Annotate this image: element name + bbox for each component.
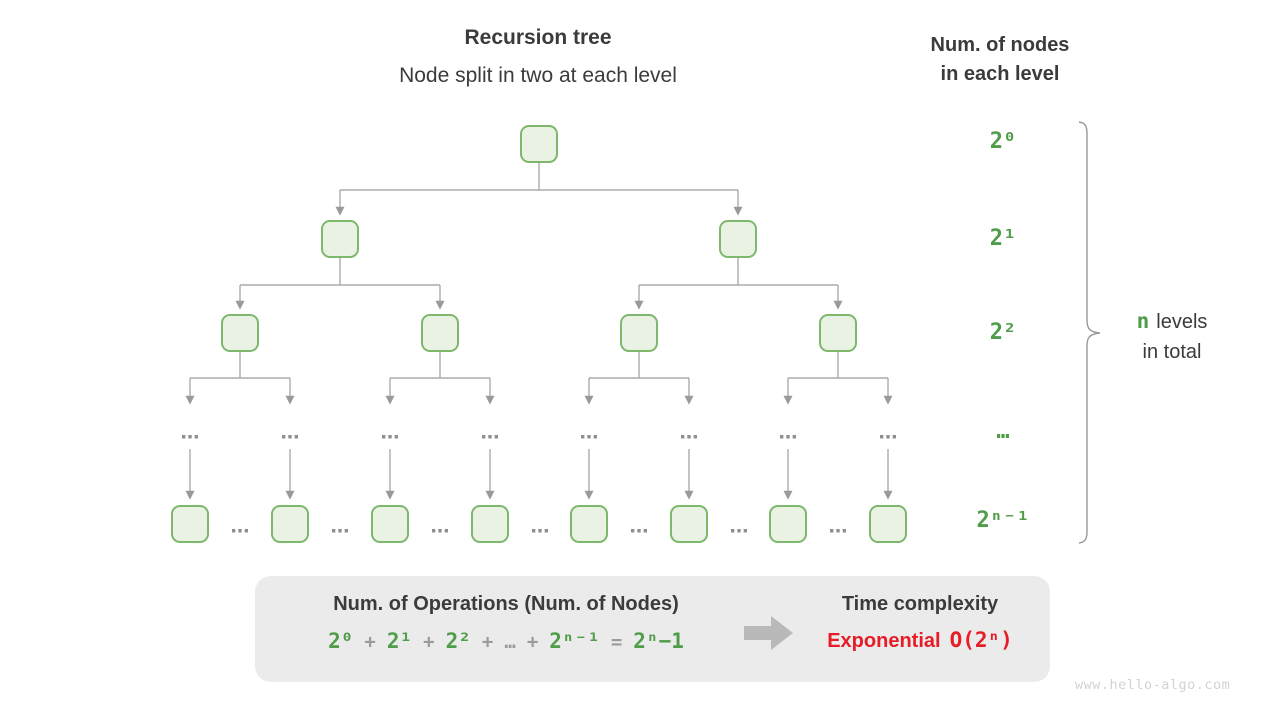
leaf-ellipsis: … (629, 515, 649, 538)
tree-ellipsis: … (679, 421, 699, 444)
nodes-per-level-line2: in each level (940, 63, 1060, 85)
tree-node-leaf (570, 505, 608, 543)
complexity-summary-box: Num. of Operations (Num. of Nodes) 2⁰ + … (255, 576, 1050, 682)
tree-node-leaf (869, 505, 907, 543)
connector-level0-level1 (335, 163, 743, 216)
leaf-ellipsis: … (230, 515, 250, 538)
tree-node-root (520, 125, 558, 163)
tree-ellipsis: … (280, 421, 300, 444)
connector-level1-level2 (235, 258, 843, 310)
levels-brace (1078, 121, 1101, 544)
leaf-ellipsis: … (330, 515, 350, 538)
tree-node-leaf (171, 505, 209, 543)
tree-node (819, 314, 857, 352)
formula-result: 2ⁿ−1 (633, 629, 684, 653)
formula-equals: = (610, 631, 623, 653)
formula-term: 2² (445, 629, 471, 653)
connector-level2-ellipsis (185, 352, 893, 405)
leaf-ellipsis: … (430, 515, 450, 538)
tree-ellipsis: … (778, 421, 798, 444)
time-complexity-title: Time complexity (841, 593, 999, 615)
level-label-2-n-1: 2ⁿ⁻¹ (976, 508, 1030, 533)
complexity-name: Exponential (827, 630, 941, 652)
level-label-ellipsis: … (996, 419, 1010, 444)
formula-ellipsis: … (504, 631, 516, 653)
leaf-ellipsis: … (530, 515, 550, 538)
tree-node (719, 220, 757, 258)
level-label-2-2: 2² (989, 320, 1017, 345)
nodes-per-level-line1: Num. of nodes (930, 34, 1070, 56)
page-subtitle: Node split in two at each level (399, 64, 677, 87)
diagram-title-block: Recursion tree Node split in two at each… (338, 26, 738, 88)
level-label-2-0: 2⁰ (989, 129, 1017, 154)
tree-node (221, 314, 259, 352)
n-symbol: n (1136, 309, 1150, 333)
tree-node-leaf (271, 505, 309, 543)
tree-node (321, 220, 359, 258)
tree-node-leaf (670, 505, 708, 543)
page-title: Recursion tree (464, 26, 612, 49)
tree-node-leaf (769, 505, 807, 543)
leaf-ellipsis: … (828, 515, 848, 538)
nodes-per-level-header: Num. of nodes in each level (898, 31, 1102, 89)
tree-node (421, 314, 459, 352)
tree-ellipsis: … (480, 421, 500, 444)
levels-word: levels (1156, 311, 1208, 333)
tree-ellipsis: … (878, 421, 898, 444)
big-o-notation: O(2ⁿ) (949, 628, 1013, 652)
tree-node-leaf (471, 505, 509, 543)
time-complexity-block: Time complexity Exponential O(2ⁿ) (800, 593, 1040, 653)
level-label-2-1: 2¹ (989, 226, 1017, 251)
n-levels-line2: in total (1142, 341, 1202, 363)
connector-ellipsis-leaves (185, 449, 893, 500)
formula-term: 2¹ (386, 629, 413, 653)
operations-title: Num. of Operations (Num. of Nodes) (333, 593, 679, 615)
right-arrow-icon (744, 616, 793, 650)
leaf-ellipsis: … (729, 515, 749, 538)
formula-operator: + (526, 631, 539, 653)
formula-operator: + (423, 631, 435, 653)
tree-node-leaf (371, 505, 409, 543)
formula-operator: + (364, 631, 376, 653)
tree-ellipsis: … (180, 421, 200, 444)
formula-operator: + (481, 631, 494, 653)
formula-term: 2⁰ (328, 629, 354, 653)
tree-ellipsis: … (380, 421, 400, 444)
tree-ellipsis: … (579, 421, 599, 444)
formula-term: 2ⁿ⁻¹ (549, 629, 600, 653)
operations-formula: 2⁰ + 2¹ + 2² + … + 2ⁿ⁻¹ = 2ⁿ−1 (285, 629, 727, 653)
tree-node (620, 314, 658, 352)
time-complexity-value: Exponential O(2ⁿ) (800, 628, 1040, 653)
watermark: www.hello-algo.com (1075, 677, 1231, 693)
operations-block: Num. of Operations (Num. of Nodes) 2⁰ + … (285, 593, 727, 653)
